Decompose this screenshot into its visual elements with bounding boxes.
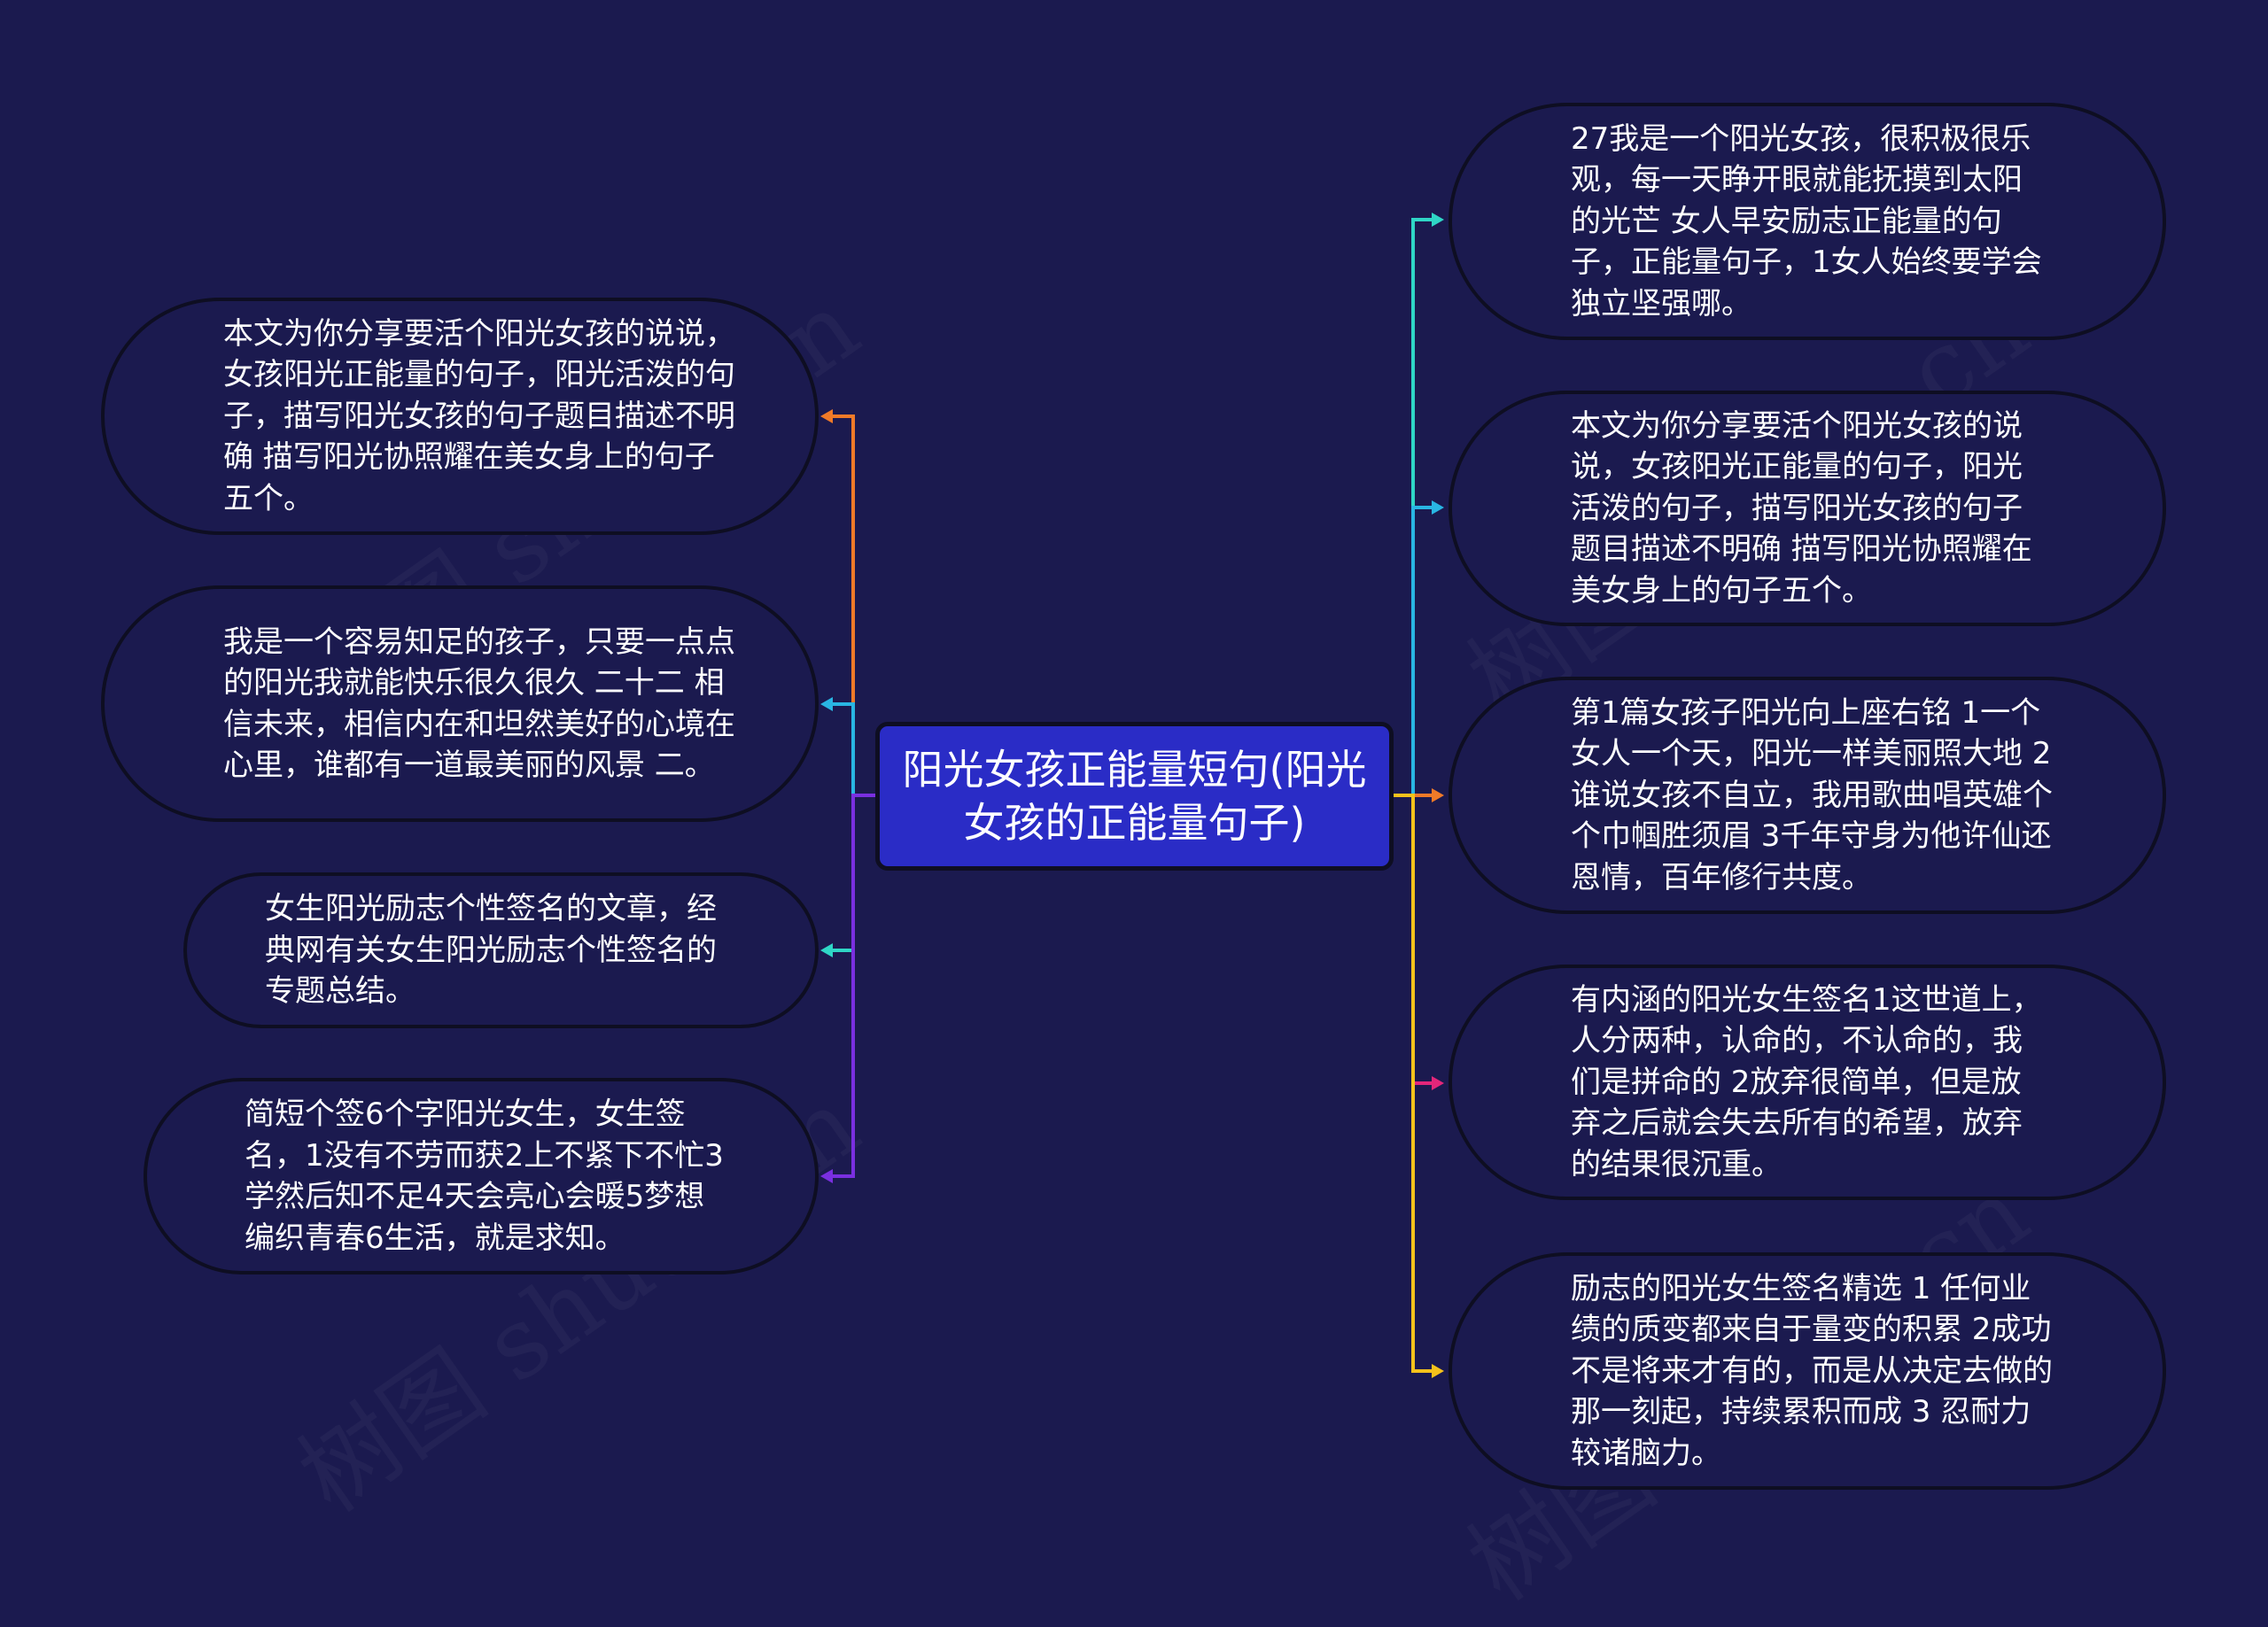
connector-line <box>1394 794 1435 1373</box>
right-node-5[interactable]: 励志的阳光女生签名精选 1 任何业绩的质变都来自于量变的积累 2成功不是将来才有… <box>1449 1252 2166 1490</box>
node-text: 简短个签6个字阳光女生，女生签名，1没有不劳而获2上不紧下不忙3学然后知不足4天… <box>245 1096 724 1256</box>
connector-line <box>827 794 875 1178</box>
arrow-icon <box>1432 1364 1444 1378</box>
right-node-2[interactable]: 本文为你分享要活个阳光女孩的说说，女孩阳光正能量的句子，阳光活泼的句子，描写阳光… <box>1449 391 2166 626</box>
right-node-3[interactable]: 第1篇女孩子阳光向上座右铭 1一个女人一个天，阳光一样美丽照大地 2谁说女孩不自… <box>1449 677 2166 914</box>
node-text: 本文为你分享要活个阳光女孩的说说，女孩阳光正能量的句子，阳光活泼的句子，描写阳光… <box>223 315 735 516</box>
left-node-3[interactable]: 女生阳光励志个性签名的文章，经典网有关女生阳光励志个性签名的专题总结。 <box>183 872 819 1028</box>
left-node-2[interactable]: 我是一个容易知足的孩子，只要一点点的阳光我就能快乐很久很久 二十二 相信未来，相… <box>101 585 819 822</box>
central-topic[interactable]: 阳光女孩正能量短句(阳光女孩的正能量句子) <box>875 722 1394 871</box>
arrow-icon <box>1432 1076 1444 1090</box>
connectors <box>820 213 1444 1378</box>
connector-line <box>1394 506 1435 797</box>
left-node-1[interactable]: 本文为你分享要活个阳光女孩的说说，女孩阳光正能量的句子，阳光活泼的句子，描写阳光… <box>101 298 819 535</box>
right-node-1[interactable]: 27我是一个阳光女孩，很积极很乐观，每一天睁开眼就能抚摸到太阳的光芒 女人早安励… <box>1449 103 2166 340</box>
arrow-icon <box>820 409 833 423</box>
node-text: 本文为你分享要活个阳光女孩的说说，女孩阳光正能量的句子，阳光活泼的句子，描写阳光… <box>1571 407 2032 608</box>
arrow-icon <box>1432 788 1444 802</box>
arrow-icon <box>820 697 833 711</box>
left-node-4[interactable]: 简短个签6个字阳光女生，女生签名，1没有不劳而获2上不紧下不忙3学然后知不足4天… <box>144 1078 819 1274</box>
node-text: 女生阳光励志个性签名的文章，经典网有关女生阳光励志个性签名的专题总结。 <box>265 891 717 1010</box>
arrow-icon <box>820 943 833 957</box>
node-text: 第1篇女孩子阳光向上座右铭 1一个女人一个天，阳光一样美丽照大地 2谁说女孩不自… <box>1571 694 2053 895</box>
arrow-icon <box>1432 500 1444 515</box>
central-topic-label: 阳光女孩正能量短句(阳光女孩的正能量句子) <box>902 746 1367 847</box>
right-node-4[interactable]: 有内涵的阳光女生签名1这世道上，人分两种，认命的，不认命的，我们是拼命的 2放弃… <box>1449 965 2166 1200</box>
connector-line <box>827 702 875 797</box>
node-text: 有内涵的阳光女生签名1这世道上，人分两种，认命的，不认命的，我们是拼命的 2放弃… <box>1571 981 2042 1182</box>
node-text: 27我是一个阳光女孩，很积极很乐观，每一天睁开眼就能抚摸到太阳的光芒 女人早安励… <box>1571 120 2042 322</box>
arrow-icon <box>1432 213 1444 227</box>
node-text: 励志的阳光女生签名精选 1 任何业绩的质变都来自于量变的积累 2成功不是将来才有… <box>1571 1270 2053 1471</box>
arrow-icon <box>820 1169 833 1183</box>
node-text: 我是一个容易知足的孩子，只要一点点的阳光我就能快乐很久很久 二十二 相信未来，相… <box>223 624 735 784</box>
